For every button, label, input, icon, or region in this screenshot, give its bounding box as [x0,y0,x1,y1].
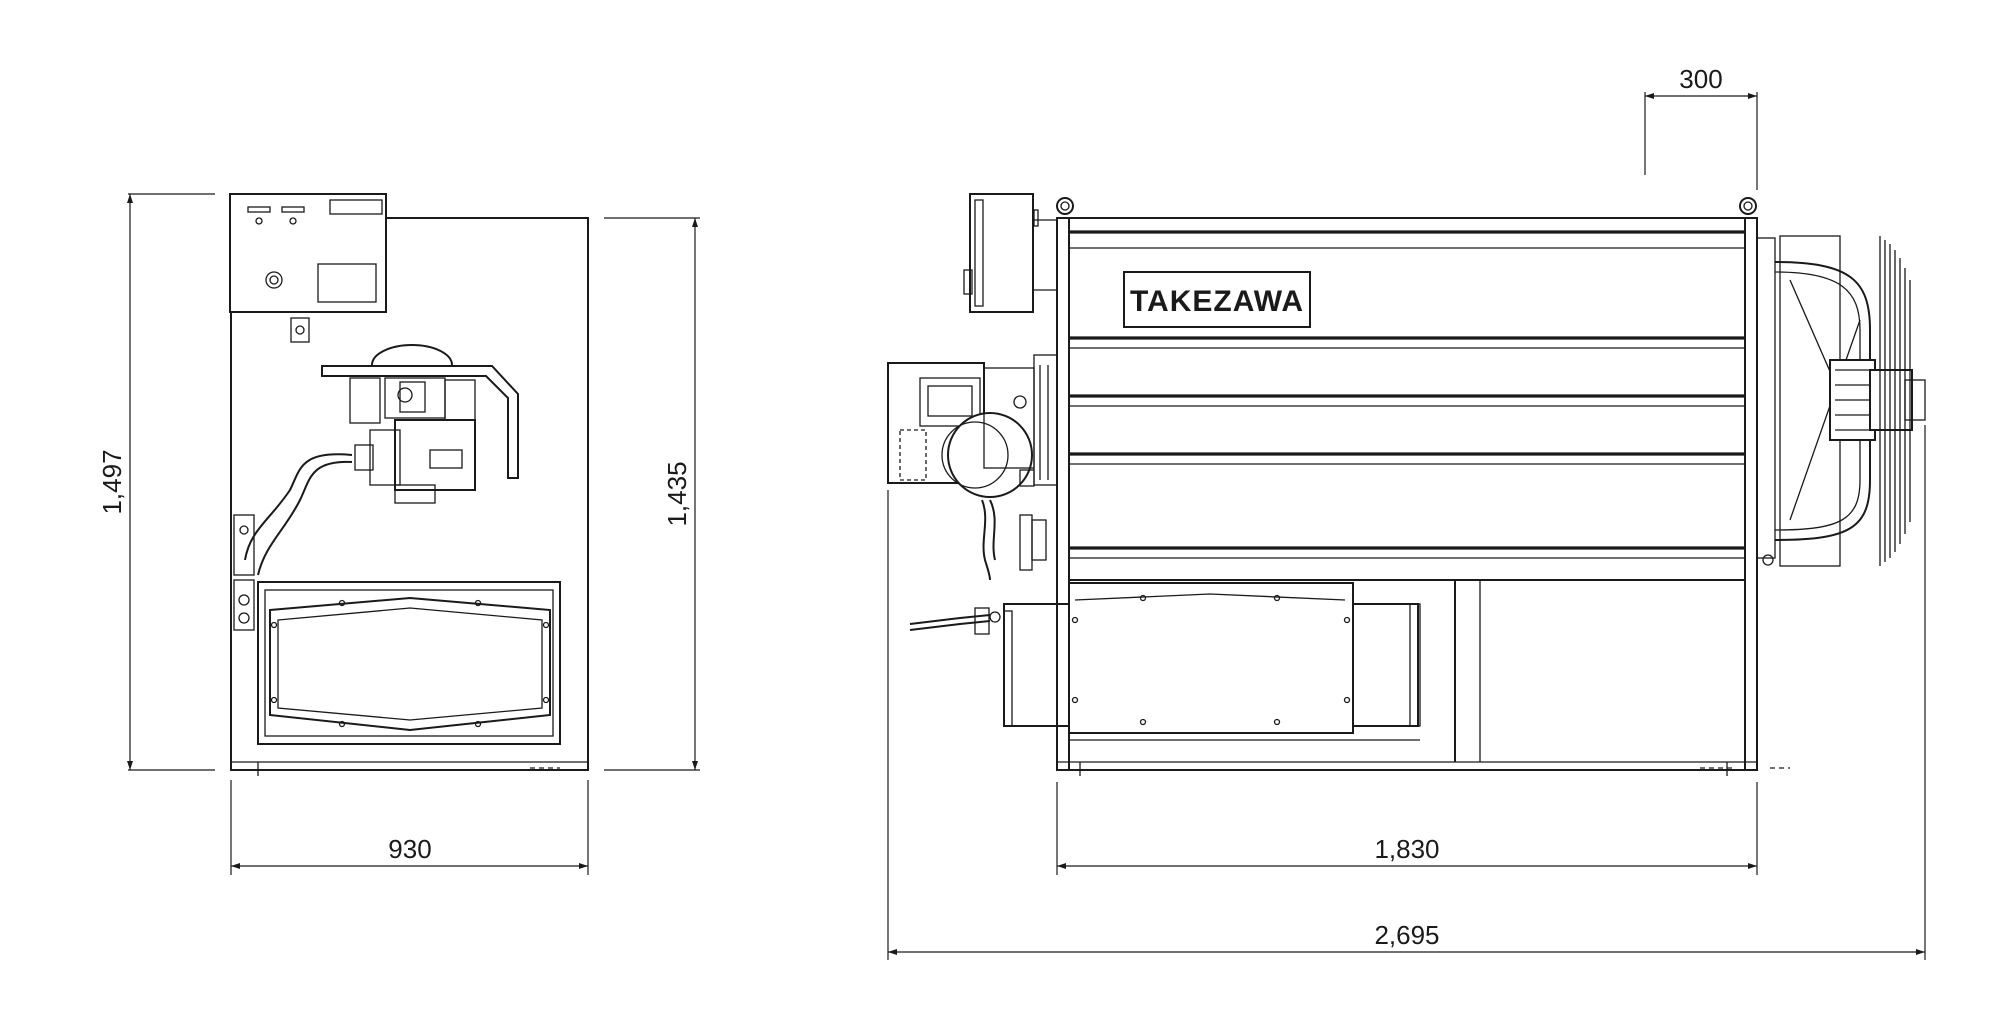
dim-front-width: 930 [388,834,431,864]
lifting-eye-left [1056,197,1074,215]
front-duct-opening [269,596,551,732]
front-duct-frame [257,581,561,745]
dim-fan-offset: 300 [1679,64,1722,94]
brand-label: TAKEZAWA [1130,285,1304,318]
side-view: TAKEZAWA [887,193,1926,776]
brand-plate [1123,271,1311,328]
side-duct [1003,580,1481,762]
side-burner [887,354,1058,498]
dim-front-height-body: 1,435 [662,461,692,526]
lifting-eye-right [1739,197,1757,215]
side-control-box [963,193,1057,313]
burner-assembly [321,344,519,504]
side-fan [1756,235,1926,567]
side-dimensions: 300 1,830 2,695 [887,64,1926,960]
dim-front-height-overall: 1,497 [97,449,127,514]
front-cabinet [230,217,589,771]
front-dimensions: 930 1,497 1,435 [97,193,700,875]
dim-overall-length: 2,695 [1374,920,1439,950]
front-view [229,193,589,776]
dim-body-length: 1,830 [1374,834,1439,864]
control-box [229,193,387,313]
